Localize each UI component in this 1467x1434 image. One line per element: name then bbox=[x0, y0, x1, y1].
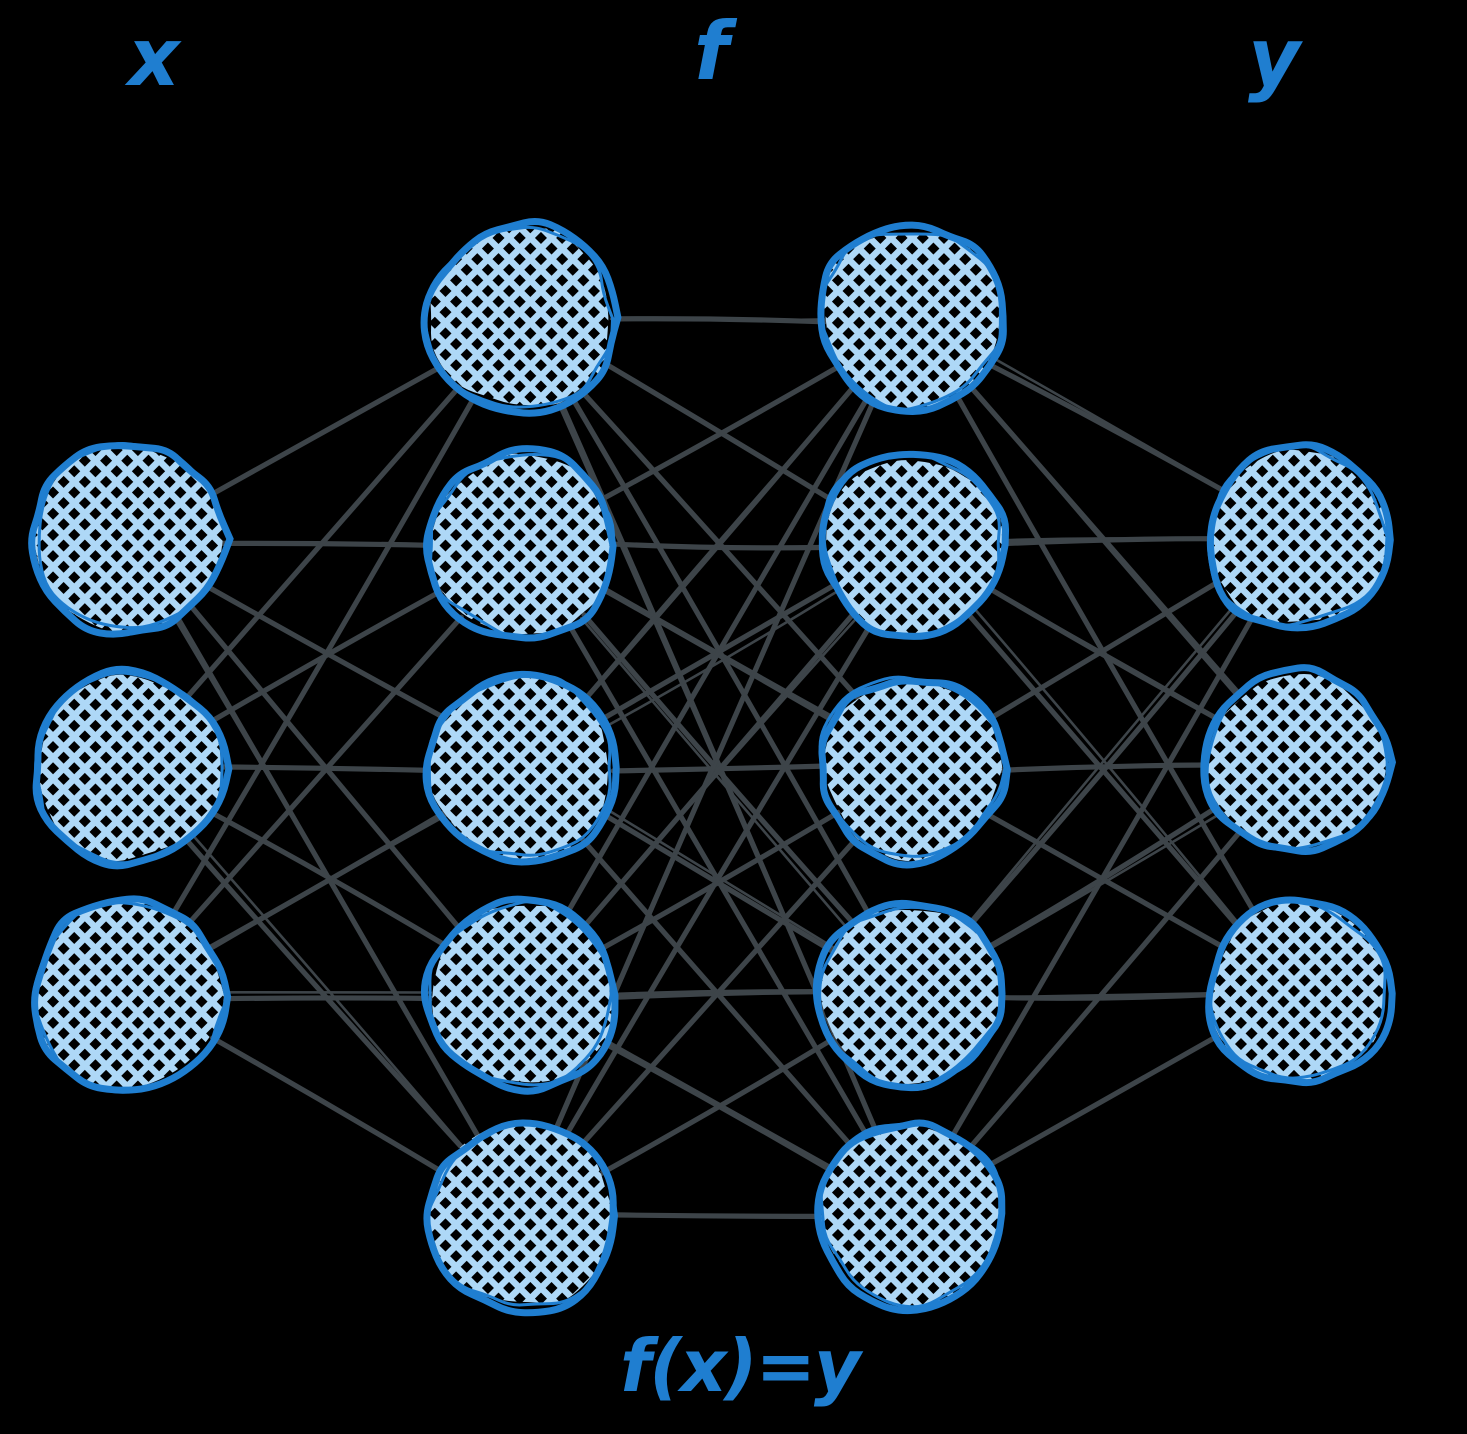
node-outline bbox=[420, 217, 622, 417]
edge bbox=[1002, 537, 1216, 542]
edge bbox=[988, 362, 1227, 494]
edge bbox=[206, 363, 445, 499]
node-outline bbox=[818, 905, 1003, 1091]
network-node[interactable] bbox=[422, 670, 620, 866]
node-outline bbox=[420, 895, 619, 1095]
edge bbox=[202, 810, 446, 953]
node-outline bbox=[423, 445, 617, 642]
edge bbox=[991, 356, 1227, 493]
network-node[interactable] bbox=[420, 895, 619, 1095]
node-outline bbox=[1205, 896, 1396, 1087]
node-outline bbox=[423, 225, 615, 409]
node-hatch-fill bbox=[38, 674, 222, 862]
node-outline bbox=[1206, 444, 1389, 627]
edge bbox=[949, 611, 1257, 1139]
edge-layer bbox=[169, 316, 1260, 1219]
node-hatch-fill bbox=[822, 678, 1003, 862]
node-hatch-fill bbox=[34, 443, 224, 632]
node-hatch-fill bbox=[1210, 449, 1388, 623]
edge bbox=[578, 835, 860, 1148]
node-outline bbox=[32, 901, 230, 1094]
edge bbox=[583, 613, 861, 928]
network-node[interactable] bbox=[1200, 664, 1397, 855]
edge bbox=[184, 380, 466, 700]
edge bbox=[219, 540, 433, 548]
node-outline bbox=[1206, 441, 1394, 632]
edge bbox=[983, 578, 1223, 724]
edge bbox=[986, 1033, 1221, 1168]
network-node[interactable] bbox=[31, 895, 232, 1094]
network-node[interactable] bbox=[818, 450, 1010, 640]
edge bbox=[597, 1040, 832, 1173]
edge bbox=[596, 357, 840, 506]
node-hatch-fill bbox=[426, 1121, 615, 1303]
network-node[interactable] bbox=[817, 221, 1007, 416]
node-outline bbox=[1208, 898, 1387, 1080]
network-node[interactable] bbox=[812, 899, 1006, 1092]
node-outline bbox=[37, 442, 231, 630]
node-outline bbox=[427, 674, 612, 857]
node-outline bbox=[812, 899, 1006, 1092]
node-hatch-fill bbox=[820, 909, 1005, 1085]
edge bbox=[1000, 992, 1214, 999]
edge bbox=[987, 808, 1228, 951]
edge bbox=[965, 599, 1240, 927]
network-node[interactable] bbox=[814, 1119, 1006, 1315]
edge bbox=[969, 831, 1241, 1148]
network-node[interactable] bbox=[32, 665, 233, 870]
node-outline bbox=[428, 899, 613, 1087]
edge bbox=[601, 586, 841, 724]
node-outline bbox=[818, 232, 1002, 412]
edge bbox=[602, 590, 837, 725]
node-hatch-fill bbox=[820, 1125, 1002, 1307]
edge bbox=[564, 622, 873, 1137]
node-hatch-fill bbox=[1207, 674, 1387, 849]
node-outline bbox=[818, 451, 1001, 639]
node-hatch-fill bbox=[432, 905, 614, 1083]
node-hatch-fill bbox=[824, 233, 1001, 413]
edge bbox=[169, 397, 476, 919]
node-hatch-fill bbox=[429, 674, 609, 860]
node-outline bbox=[819, 1121, 1004, 1309]
network-node[interactable] bbox=[28, 442, 234, 638]
node-outline bbox=[425, 1121, 619, 1307]
node-layer bbox=[28, 217, 1397, 1317]
edge bbox=[609, 1212, 828, 1219]
network-node[interactable] bbox=[818, 675, 1011, 869]
edge bbox=[211, 813, 448, 950]
edge bbox=[598, 363, 842, 503]
network-node[interactable] bbox=[1205, 896, 1396, 1087]
node-outline bbox=[422, 670, 620, 866]
edge bbox=[220, 995, 435, 1002]
network-node[interactable] bbox=[1206, 441, 1394, 632]
edge bbox=[184, 614, 464, 929]
node-hatch-fill bbox=[430, 227, 609, 406]
node-hatch-fill bbox=[429, 453, 611, 635]
node-hatch-fill bbox=[826, 460, 1005, 635]
network-node[interactable] bbox=[423, 1119, 619, 1317]
edge bbox=[609, 317, 826, 322]
node-outline bbox=[818, 675, 1007, 858]
node-outline bbox=[1205, 666, 1389, 851]
node-hatch-fill bbox=[36, 900, 225, 1090]
edge bbox=[210, 1035, 446, 1176]
node-hatch-fill bbox=[1208, 899, 1386, 1081]
edge bbox=[603, 591, 837, 729]
network-node[interactable] bbox=[420, 217, 622, 417]
edge bbox=[563, 390, 873, 918]
network-node[interactable] bbox=[423, 445, 617, 642]
edge bbox=[598, 1036, 836, 1177]
edge bbox=[1002, 992, 1210, 1001]
edge bbox=[963, 601, 1246, 933]
edge bbox=[582, 387, 854, 701]
node-outline bbox=[429, 453, 616, 640]
node-outline bbox=[34, 671, 224, 865]
